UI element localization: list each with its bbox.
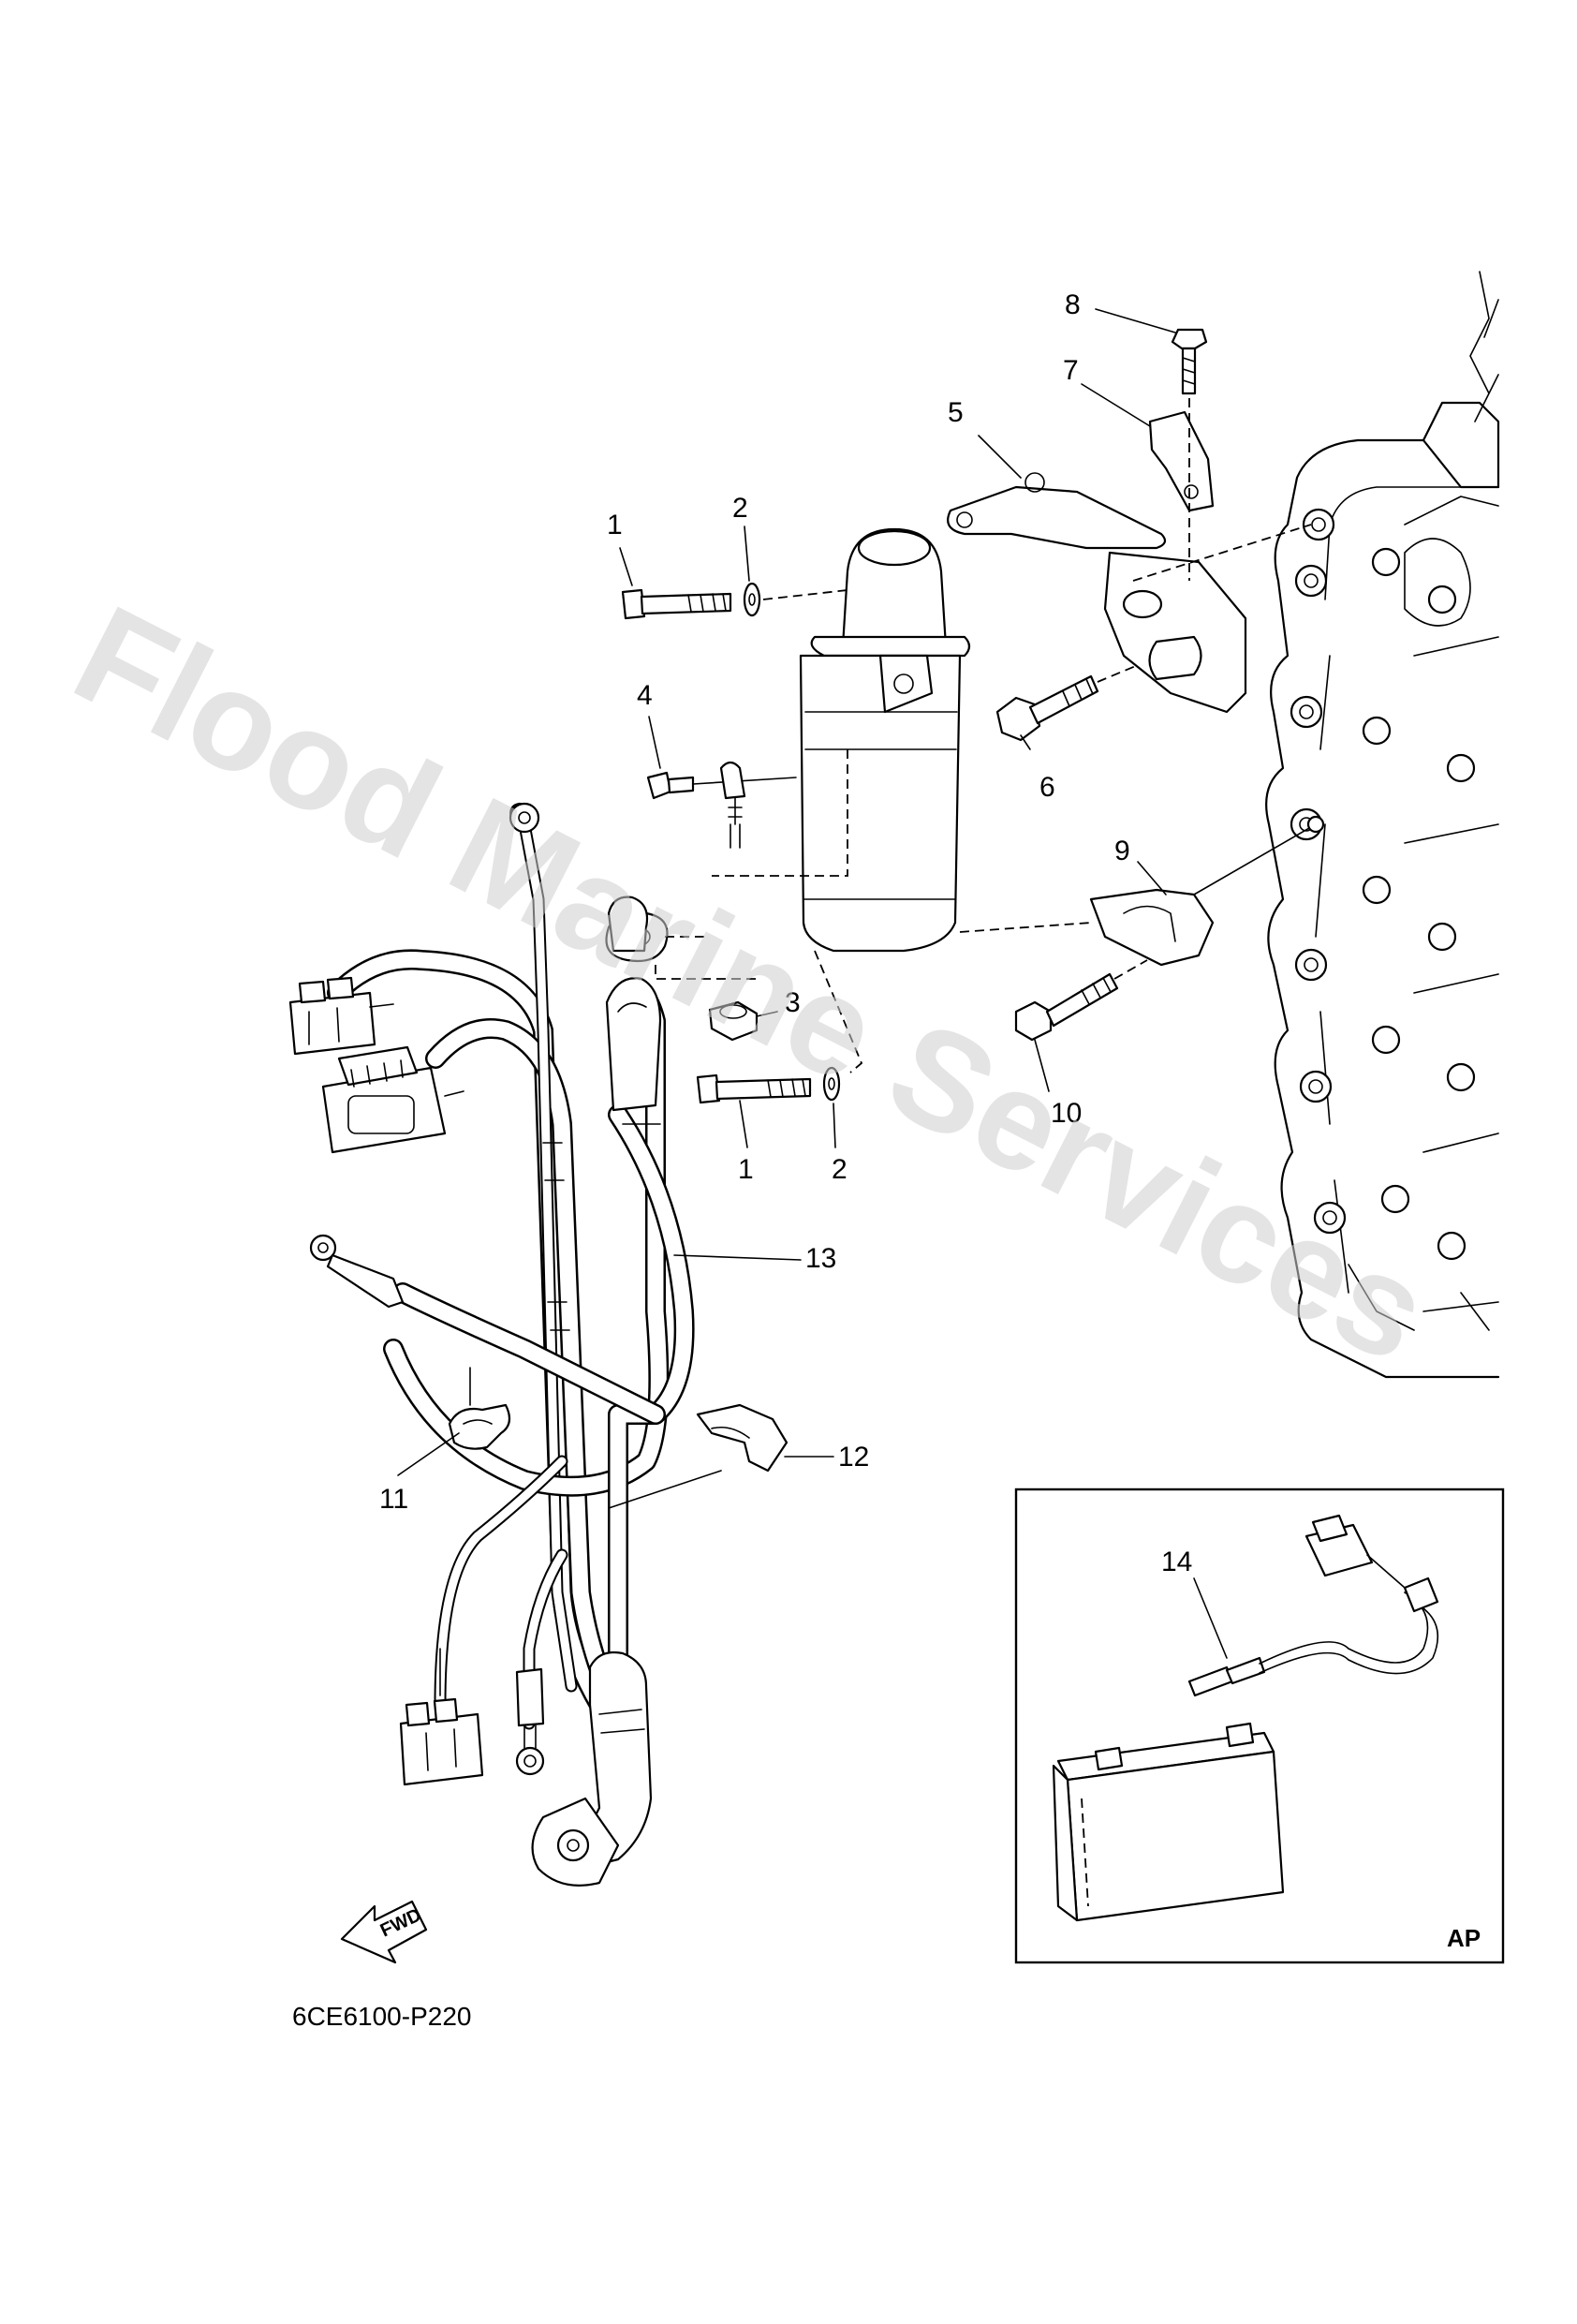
ap-inset	[1014, 1488, 1505, 1964]
ring-terminal-bottom	[515, 1667, 545, 1776]
callout-2-upper: 2	[732, 493, 748, 524]
bolt-6	[995, 664, 1139, 742]
callout-11: 11	[379, 1484, 408, 1515]
callout-13: 13	[805, 1243, 836, 1274]
bolt-10	[1014, 959, 1148, 1042]
bolt-1-upper	[621, 588, 732, 620]
clamp-12	[608, 1403, 788, 1509]
callout-12: 12	[838, 1442, 869, 1473]
fwd-arrow-icon: FWD	[340, 1900, 428, 1964]
callout-numbers: 1 2 4 5 6 7 8 9 3 1 2 10 13 11 12 14	[379, 289, 1192, 1577]
connector-lower	[321, 1045, 464, 1154]
ring-terminal-top	[508, 802, 540, 834]
callout-4: 4	[637, 680, 653, 711]
screw-4	[646, 761, 797, 849]
battery-boot	[531, 1650, 653, 1887]
callout-6: 6	[1039, 772, 1055, 803]
diagram-code: 6CE6100-P220	[292, 2002, 471, 2031]
starter-motor	[712, 527, 971, 1073]
callout-1-lower: 1	[738, 1154, 754, 1185]
callout-8: 8	[1065, 289, 1081, 320]
bolt-1-lower	[696, 1073, 812, 1104]
clip-7	[1148, 410, 1215, 512]
callout-9: 9	[1114, 836, 1130, 866]
bolt-8	[1171, 328, 1208, 581]
eyelet-upper	[607, 896, 649, 953]
callout-14: 14	[1161, 1547, 1192, 1577]
holder-9	[959, 815, 1325, 967]
leader-lines	[397, 308, 1228, 1659]
washer-2-lower	[822, 1066, 841, 1102]
engine-block	[1265, 271, 1500, 1379]
inset-label: AP	[1447, 1924, 1481, 1952]
callout-2-lower: 2	[832, 1154, 847, 1185]
ring-terminal-left	[309, 1234, 405, 1309]
washer-2-upper	[743, 582, 761, 617]
nut-3	[708, 1000, 759, 1042]
starter-bracket	[947, 472, 1247, 714]
cable-boot-upper	[605, 977, 662, 1112]
callout-10: 10	[1051, 1098, 1082, 1129]
callout-7: 7	[1063, 355, 1079, 386]
clamp-11	[448, 1367, 511, 1450]
callout-3: 3	[785, 987, 801, 1018]
connector-bottom	[399, 1648, 484, 1786]
connector-upper	[288, 976, 394, 1056]
callout-5: 5	[948, 397, 964, 428]
callout-1-upper: 1	[607, 510, 623, 540]
